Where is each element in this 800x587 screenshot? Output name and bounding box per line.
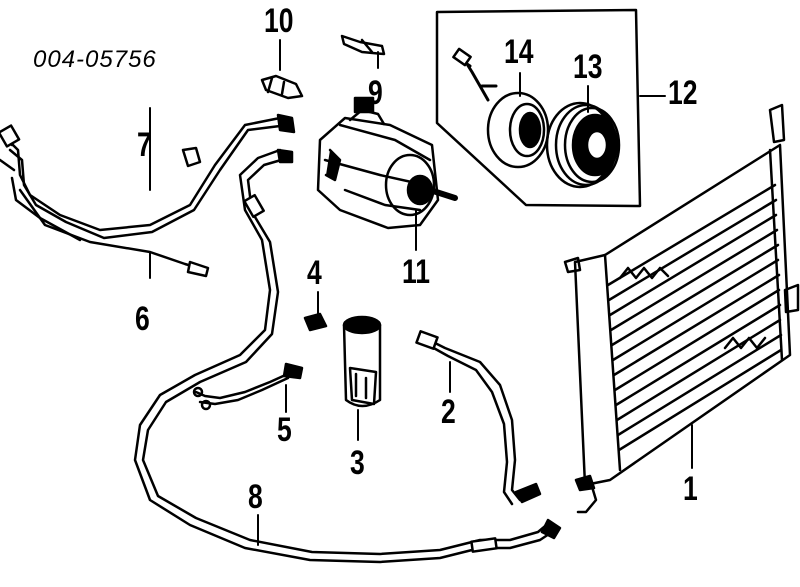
discharge-hose-2 — [415, 330, 542, 506]
callout-11: 11 — [402, 253, 431, 291]
clutch-coil — [452, 47, 550, 169]
receiver-drier-3 — [342, 315, 382, 441]
clutch-inset — [435, 8, 666, 208]
suction-hose-8 — [133, 148, 562, 564]
callout-3: 3 — [350, 444, 365, 482]
callout-8: 8 — [248, 478, 263, 516]
hose-assembly-7 — [0, 107, 296, 242]
callout-2: 2 — [441, 393, 456, 431]
callout-5: 5 — [277, 411, 292, 449]
hose-6 — [18, 188, 210, 279]
callout-9: 9 — [368, 74, 383, 112]
fitting-4 — [303, 291, 328, 332]
callout-10: 10 — [264, 2, 294, 40]
callout-14: 14 — [504, 33, 534, 71]
callout-4: 4 — [307, 254, 322, 292]
callout-13: 13 — [573, 48, 603, 86]
callout-7: 7 — [137, 126, 152, 164]
relief-valve — [340, 34, 386, 69]
condenser-1 — [563, 103, 800, 514]
diagram-code: 004-05756 — [33, 46, 157, 73]
callout-6: 6 — [135, 300, 150, 338]
sensor-harness-5 — [192, 362, 304, 413]
compressor — [316, 96, 458, 251]
pressure-switch — [260, 39, 304, 100]
clutch-pulley — [545, 101, 621, 189]
callout-12: 12 — [668, 74, 698, 112]
callout-1: 1 — [683, 470, 698, 508]
